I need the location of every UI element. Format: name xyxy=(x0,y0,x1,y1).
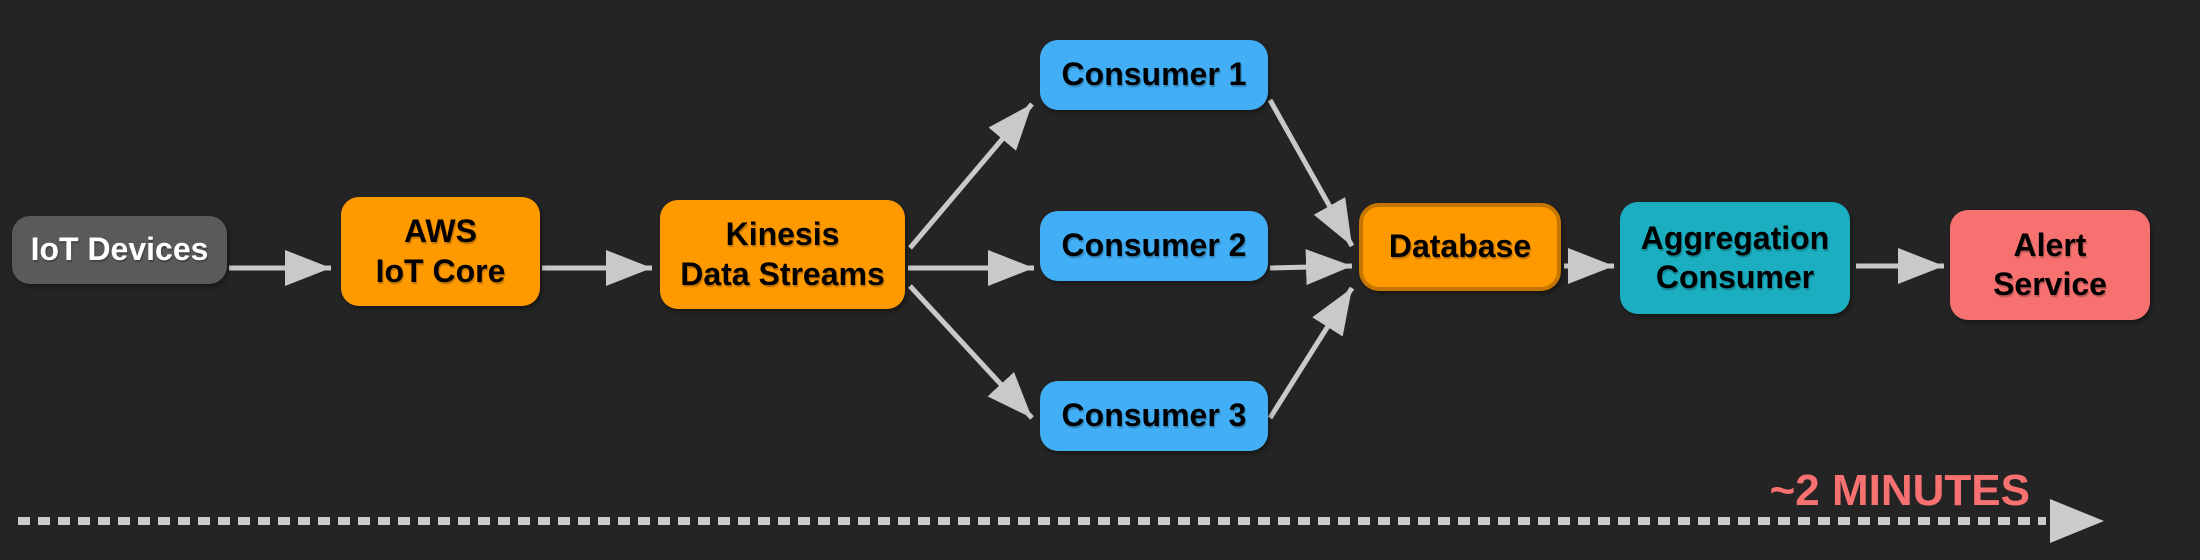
edge-consumer1-to-database xyxy=(1267,98,1355,248)
edge-consumer2-to-database xyxy=(1269,249,1353,286)
node-alert-service: Alert Service xyxy=(1950,210,2150,320)
node-iot-devices: IoT Devices xyxy=(12,216,227,284)
node-aws-iot-core: AWS IoT Core xyxy=(341,197,540,306)
consumer-1-label: Consumer 1 xyxy=(1061,56,1247,93)
aws-iot-core-label: AWS IoT Core xyxy=(375,213,506,289)
node-database: Database xyxy=(1359,203,1561,291)
timeline-arrowhead-icon xyxy=(2050,499,2104,543)
node-consumer-2: Consumer 2 xyxy=(1040,211,1268,281)
consumer-3-label: Consumer 3 xyxy=(1061,397,1247,434)
node-consumer-1: Consumer 1 xyxy=(1040,40,1268,110)
aggregation-consumer-label: Aggregation Consumer xyxy=(1640,219,1830,295)
node-consumer-3: Consumer 3 xyxy=(1040,381,1268,451)
timeline-duration-label: ~2 MINUTES xyxy=(1769,466,2030,515)
edge-kinesis-to-consumer3 xyxy=(908,284,1034,420)
edge-consumer3-to-database xyxy=(1267,286,1355,420)
kinesis-data-streams-label: Kinesis Data Streams xyxy=(680,216,885,292)
node-kinesis-data-streams: Kinesis Data Streams xyxy=(660,200,905,309)
alert-service-label: Alert Service xyxy=(1993,226,2107,302)
iot-devices-label: IoT Devices xyxy=(30,231,209,268)
edge-kinesis-to-consumer1 xyxy=(908,102,1034,250)
consumer-2-label: Consumer 2 xyxy=(1061,227,1247,264)
node-aggregation-consumer: Aggregation Consumer xyxy=(1620,202,1850,314)
database-label: Database xyxy=(1388,228,1532,265)
